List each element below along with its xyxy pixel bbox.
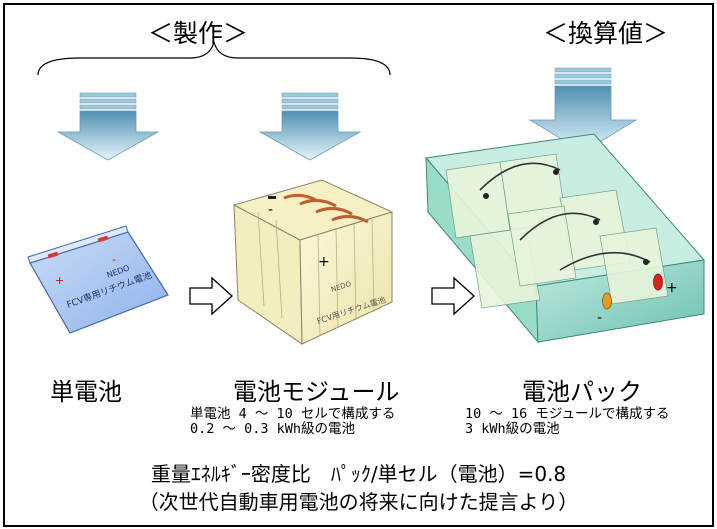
module-plus-mark: +	[318, 254, 330, 270]
pack-minus-mark: -	[597, 310, 602, 326]
battery-pack-image	[425, 133, 705, 344]
pack-description-line1: 10 ～ 16 モジュールで構成する	[465, 406, 670, 422]
pack-description-line2: 3 kWh級の電池	[465, 421, 560, 437]
module-description-line2: 0.2 ～ 0.3 kWh級の電池	[190, 421, 356, 437]
pack-plus-mark: +	[666, 280, 678, 296]
cell-minus-mark: -	[112, 253, 116, 266]
battery-module-image	[232, 179, 394, 345]
down-arrow-icon	[56, 92, 160, 161]
footer-energy-density-ratio: 重量ｴﾈﾙｷﾞｰ密度比 ﾊﾟｯｸ/単セル（電池）=0.8	[150, 462, 567, 486]
bracket-brace	[37, 41, 391, 76]
down-arrow-icon	[258, 92, 362, 161]
down-arrow-icon	[528, 67, 638, 153]
single-cell-image	[27, 225, 169, 334]
footer-source-note: （次世代自動車用電池の将来に向けた提言より）	[138, 490, 579, 514]
section-title-fabricated: ＜製作＞	[148, 19, 249, 48]
cell-plus-mark: +	[55, 274, 64, 287]
right-arrow-icon	[431, 276, 475, 316]
module-minus-mark: -	[268, 202, 273, 218]
right-arrow-icon	[189, 276, 233, 316]
diagram-frame	[3, 3, 714, 527]
label-battery-module: 電池モジュール	[233, 378, 400, 406]
section-title-converted: ＜換算値＞	[543, 19, 669, 48]
label-single-cell: 単電池	[50, 378, 122, 406]
label-battery-pack: 電池パック	[522, 378, 642, 406]
module-description-line1: 単電池 4 ～ 10 セルで構成する	[190, 406, 396, 422]
